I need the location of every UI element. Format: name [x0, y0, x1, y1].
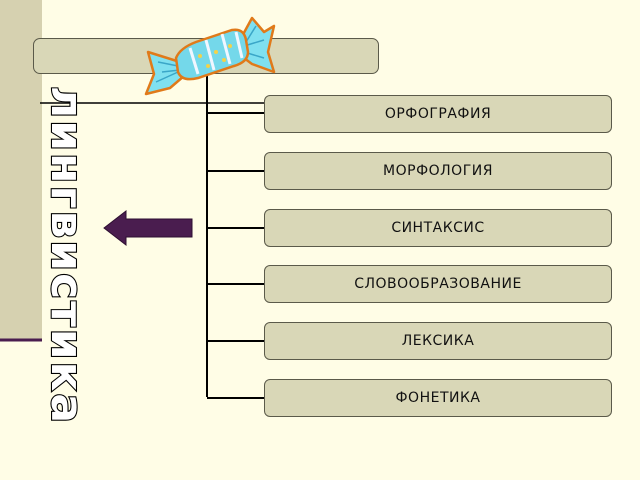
node-phonetics: ФОНЕТИКА	[264, 379, 612, 417]
candy-icon	[144, 16, 276, 96]
left-arrow-icon	[103, 209, 193, 247]
node-label: СЛОВООБРАЗОВАНИЕ	[354, 276, 522, 292]
node-morphology: МОРФОЛОГИЯ	[264, 152, 612, 190]
node-orthography: ОРФОГРАФИЯ	[264, 95, 612, 133]
node-label: ФОНЕТИКА	[395, 390, 481, 406]
branch-lines	[207, 112, 264, 399]
node-syntax: СИНТАКСИС	[264, 209, 612, 247]
node-word-formation: СЛОВООБРАЗОВАНИЕ	[264, 265, 612, 303]
node-label: СИНТАКСИС	[391, 220, 485, 236]
node-label: ЛЕКСИКА	[401, 333, 475, 349]
node-label: МОРФОЛОГИЯ	[383, 163, 493, 179]
node-label: ОРФОГРАФИЯ	[384, 106, 492, 122]
node-lexicon: ЛЕКСИКА	[264, 322, 612, 360]
